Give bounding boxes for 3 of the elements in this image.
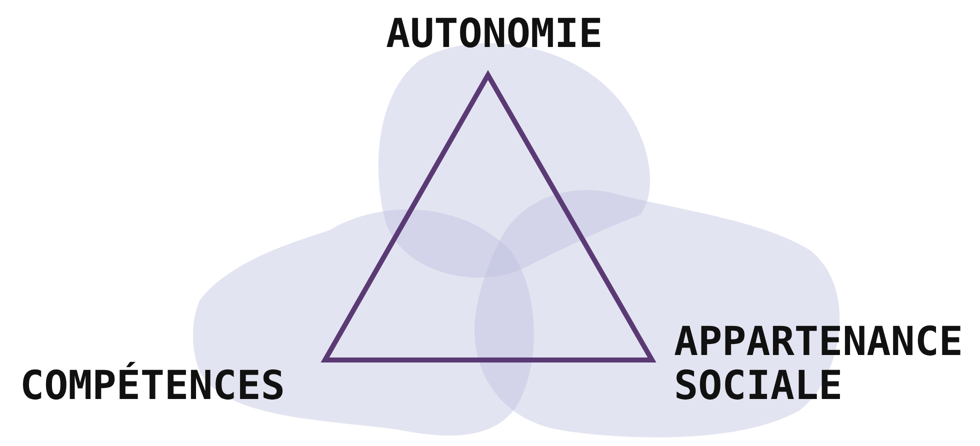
vertex-label: AUTONOMIE	[386, 12, 603, 56]
vertex-label: COMPÉTENCES	[20, 364, 285, 408]
vertex-label: APPARTENANCE SOCIALE	[674, 320, 964, 408]
